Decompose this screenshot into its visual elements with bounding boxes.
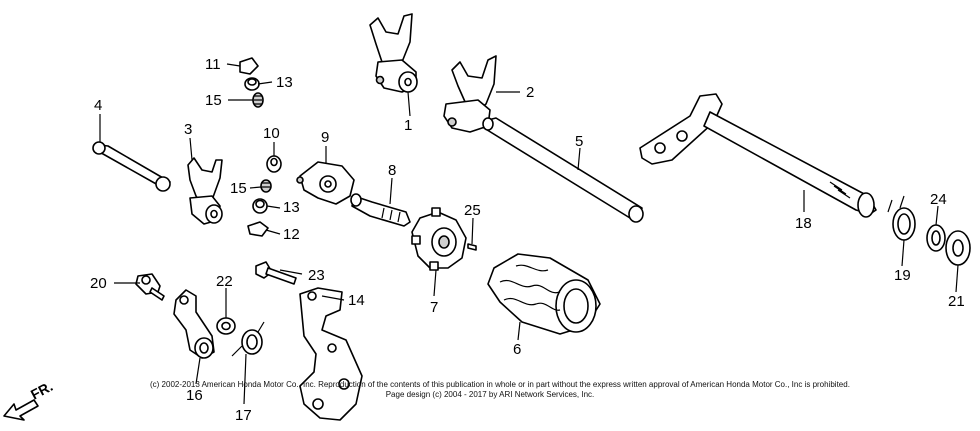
callout-9: 9 [321,129,329,146]
callout-15-lower: 15 [230,180,247,197]
part-bolt-13-upper[interactable] [244,77,260,91]
copyright-line-1: (c) 2002-2013 American Honda Motor Co., … [150,380,850,389]
part-collar-22[interactable] [216,317,236,335]
callout-25: 25 [464,202,481,219]
part-spring-15-lower[interactable] [260,179,272,193]
part-pin-25[interactable] [467,243,477,251]
leader-lines [99,63,959,405]
callout-10: 10 [263,125,280,142]
front-label: FR. [28,378,55,403]
part-spring-15-upper[interactable] [252,92,264,108]
part-fork-shaft-5[interactable] [482,117,644,223]
part-bolt-20[interactable] [135,273,165,301]
part-cam-7[interactable] [411,207,467,271]
callout-6: 6 [513,341,521,358]
callout-13-upper: 13 [276,74,293,91]
callout-18: 18 [795,215,812,232]
callout-13-lower: 13 [283,199,300,216]
part-nut-10[interactable] [266,155,282,173]
callout-7: 7 [430,299,438,316]
copyright-notice: (c) 2002-2013 American Honda Motor Co., … [150,380,850,400]
part-spring-17[interactable] [231,321,265,357]
part-bolt-23[interactable] [255,261,297,285]
callout-4: 4 [94,97,102,114]
part-pin-8[interactable] [350,193,411,227]
callout-22: 22 [216,273,233,290]
callout-15-upper: 15 [205,92,222,109]
callout-3: 3 [184,121,192,138]
callout-11: 11 [205,56,221,73]
callout-19: 19 [894,267,911,284]
part-cap-12[interactable] [247,221,269,237]
callout-2: 2 [526,84,534,101]
part-guide-plate-14[interactable] [299,287,363,421]
callout-12: 12 [283,226,300,243]
callout-16: 16 [186,387,203,404]
callout-5: 5 [575,133,583,150]
callout-20: 20 [90,275,107,292]
part-bolt-13-lower[interactable] [252,198,268,214]
callout-1: 1 [404,117,412,134]
part-shift-fork-1[interactable] [369,13,418,93]
part-drum-center-9[interactable] [296,161,355,205]
copyright-line-2: Page design (c) 2004 - 2017 by ARI Netwo… [385,390,595,399]
part-shift-fork-2[interactable] [443,55,497,133]
part-stopper-arm-16[interactable] [173,289,215,359]
part-shaft-4[interactable] [92,141,171,192]
part-collar-24[interactable] [926,224,946,252]
callout-17: 17 [235,407,252,424]
part-shift-fork-3[interactable] [187,157,223,225]
part-washer-21[interactable] [945,230,971,266]
part-gearshift-spindle-18[interactable] [639,93,877,218]
part-shift-drum-6[interactable] [487,253,601,335]
callout-23: 23 [308,267,325,284]
part-return-spring-19[interactable] [887,195,916,241]
callout-14: 14 [348,292,365,309]
part-cap-11[interactable] [239,57,259,75]
front-direction-arrow: FR. [3,378,55,421]
callout-8: 8 [388,162,396,179]
callout-24: 24 [930,191,947,208]
callout-21: 21 [948,293,965,310]
